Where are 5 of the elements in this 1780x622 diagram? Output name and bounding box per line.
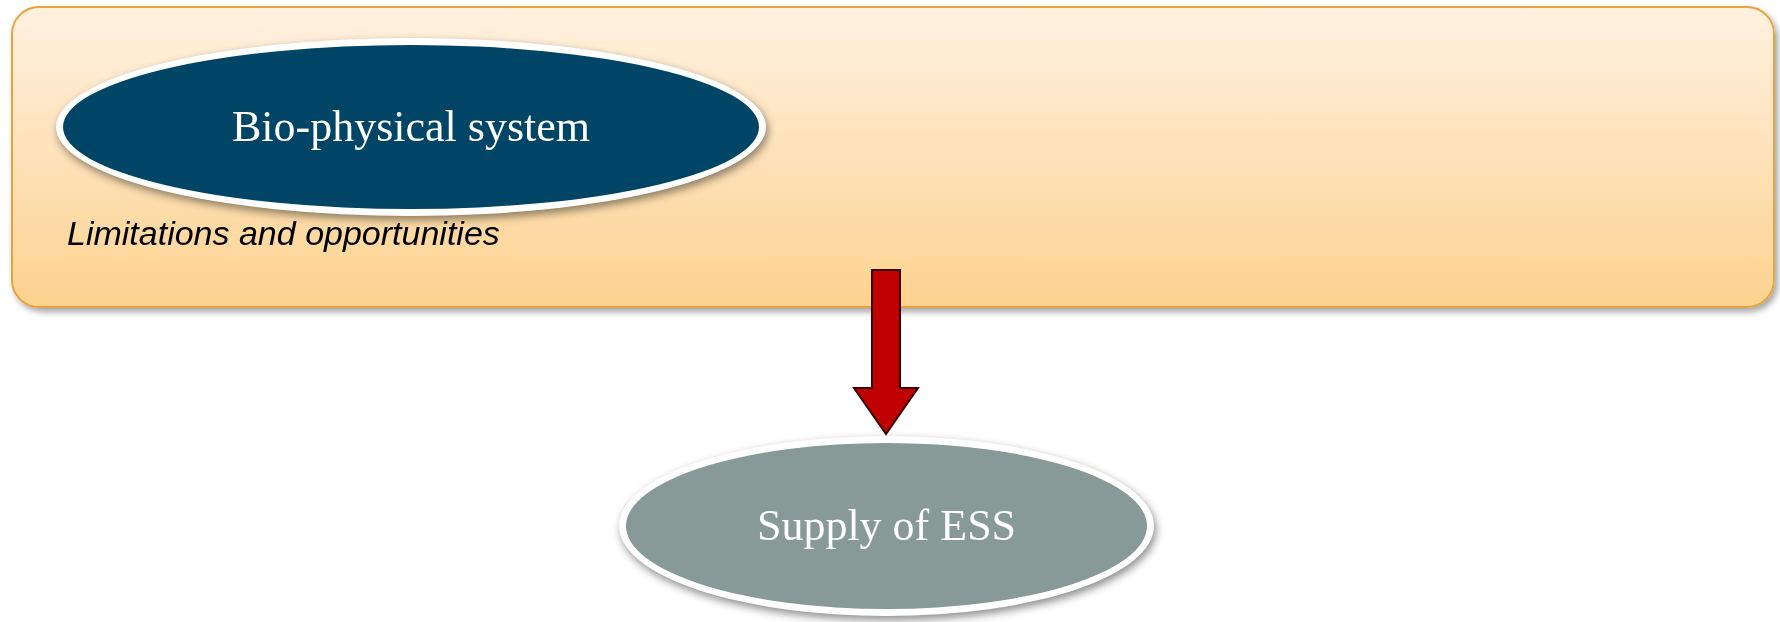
context-band	[11, 6, 1775, 308]
band-label: Limitations and opportunities	[67, 213, 500, 254]
node-label: Supply of ESS	[756, 500, 1017, 552]
block-arrow	[852, 269, 920, 436]
node-label: Bio-physical system	[231, 101, 591, 153]
